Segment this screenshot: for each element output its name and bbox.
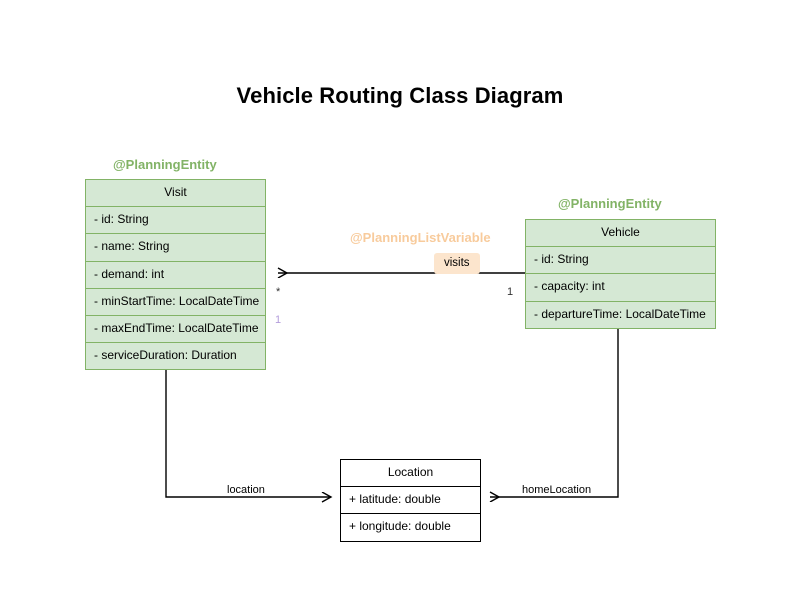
association-label-home-location: homeLocation (519, 484, 595, 496)
association-label-visits[interactable]: visits (434, 253, 480, 274)
attribute-row: - serviceDuration: Duration (94, 348, 237, 363)
class-name-visit: Visit (86, 180, 265, 208)
attribute-row: - minStartTime: LocalDateTime (86, 289, 265, 316)
multiplicity-vehicle-one: 1 (507, 286, 514, 298)
multiplicity-visit-one: 1 (275, 314, 282, 326)
class-box-location[interactable]: Location + latitude: double + longitude:… (340, 459, 481, 542)
class-name-vehicle: Vehicle (526, 220, 715, 248)
attribute-row: - departureTime: LocalDateTime (534, 306, 706, 321)
attribute-row: - maxEndTime: LocalDateTime (86, 316, 265, 344)
stereotype-vehicle: @PlanningEntity (558, 196, 662, 211)
class-box-vehicle[interactable]: Vehicle - id: String - capacity: int - d… (525, 219, 716, 329)
association-label-location: location (224, 484, 268, 496)
page-title: Vehicle Routing Class Diagram (236, 83, 564, 108)
attribute-row: - name: String (86, 234, 265, 262)
edge-location (165, 361, 331, 497)
attribute-row: - id: String (526, 247, 715, 275)
stereotype-visit: @PlanningEntity (113, 157, 217, 172)
attribute-row: + latitude: double (341, 487, 480, 515)
attribute-row: - id: String (86, 207, 265, 235)
attribute-row: + longitude: double (349, 519, 451, 534)
attribute-row: - capacity: int (526, 274, 715, 302)
attribute-row: - demand: int (86, 262, 265, 289)
edge-home-location (490, 323, 619, 497)
stereotype-visits-association: @PlanningListVariable (350, 230, 491, 245)
class-box-visit[interactable]: Visit - id: String - name: String - dema… (85, 179, 266, 371)
class-name-location: Location (341, 460, 480, 488)
multiplicity-visit-many: * (276, 286, 281, 298)
